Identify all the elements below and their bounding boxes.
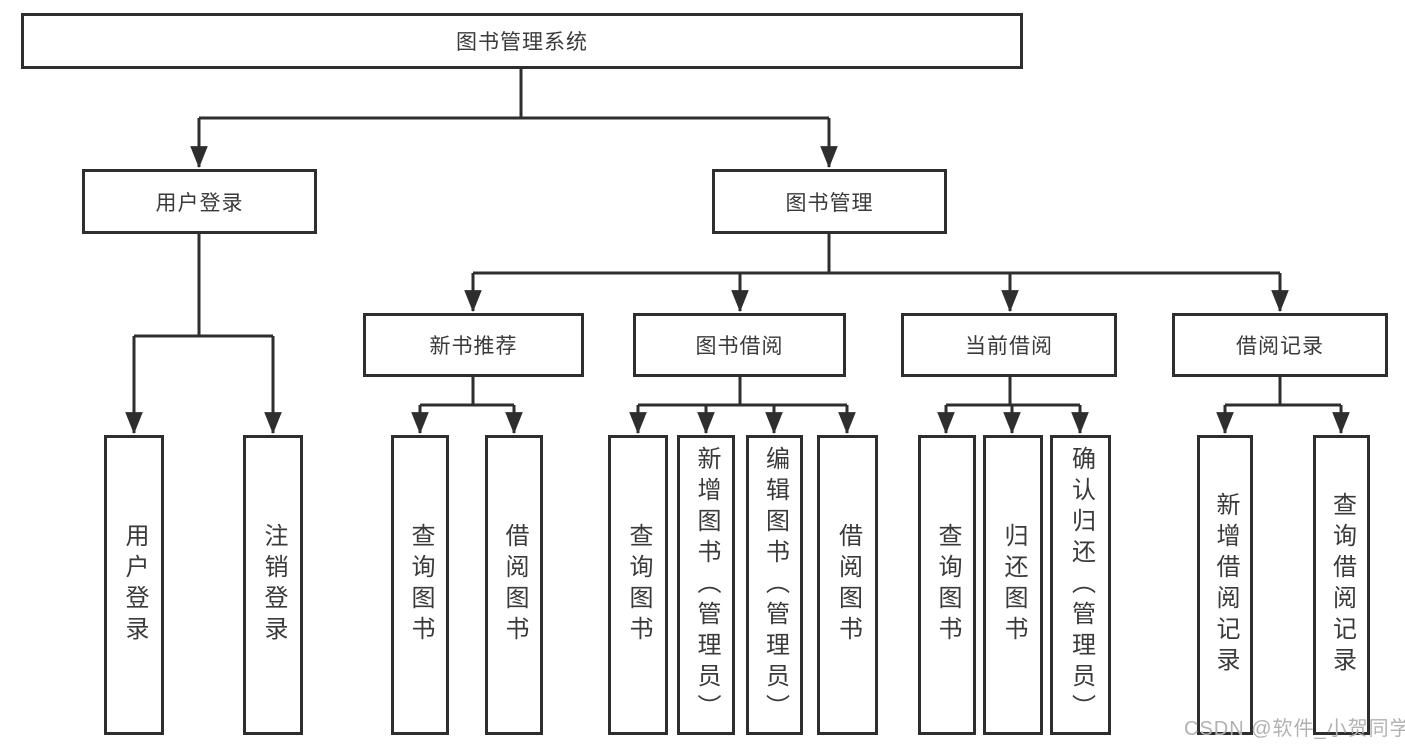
leaf-edit-books-admin: 编辑图书（管理员） — [746, 435, 803, 735]
leaf-query-borrow-record-label: 查询借阅记录 — [1328, 492, 1356, 678]
leaf-query-books-borrow-label: 查询图书 — [625, 523, 652, 647]
leaf-add-books-admin-label: 新增图书（管理员） — [693, 445, 720, 725]
leaf-confirm-return-admin: 确认归还（管理员） — [1050, 435, 1111, 735]
leaf-borrow-books: 借阅图书 — [817, 435, 878, 735]
node-root-label: 图书管理系统 — [456, 31, 588, 54]
node-book-borrowing-label: 图书借阅 — [695, 335, 784, 358]
node-book-management-label: 图书管理 — [785, 191, 874, 215]
watermark: CSDN @软件_小贺同学 — [1184, 718, 1405, 740]
node-current-borrowing: 当前借阅 — [901, 313, 1117, 377]
leaf-return-books: 归还图书 — [983, 435, 1043, 735]
node-user-login: 用户登录 — [82, 169, 317, 234]
leaf-user-login: 用户登录 — [104, 435, 164, 735]
node-book-borrowing: 图书借阅 — [633, 313, 846, 377]
leaf-borrow-books-recommend-label: 借阅图书 — [501, 523, 528, 647]
node-new-book-recommendation: 新书推荐 — [363, 313, 584, 377]
leaf-edit-books-admin-label: 编辑图书（管理员） — [761, 445, 789, 725]
leaf-logout-login: 注销登录 — [243, 435, 303, 735]
leaf-query-books-borrow: 查询图书 — [608, 435, 668, 735]
leaf-query-borrow-record: 查询借阅记录 — [1313, 435, 1370, 735]
leaf-add-borrow-record-label: 新增借阅记录 — [1212, 492, 1239, 678]
leaf-return-books-label: 归还图书 — [1000, 523, 1027, 647]
node-borrowing-records: 借阅记录 — [1172, 313, 1388, 377]
leaf-add-books-admin: 新增图书（管理员） — [677, 435, 735, 735]
leaf-borrow-books-label: 借阅图书 — [834, 523, 862, 647]
leaf-query-books-recommend: 查询图书 — [391, 435, 449, 735]
leaf-confirm-return-admin-label: 确认归还（管理员） — [1067, 445, 1095, 725]
node-book-management: 图书管理 — [712, 169, 947, 234]
leaf-query-books-current: 查询图书 — [918, 435, 976, 735]
node-borrowing-records-label: 借阅记录 — [1236, 335, 1324, 358]
leaf-borrow-books-recommend: 借阅图书 — [485, 435, 543, 735]
leaf-logout-login-label: 注销登录 — [260, 523, 287, 647]
node-user-login-label: 用户登录 — [155, 191, 244, 215]
node-new-book-recommendation-label: 新书推荐 — [429, 335, 518, 358]
leaf-add-borrow-record: 新增借阅记录 — [1197, 435, 1253, 735]
leaf-user-login-label: 用户登录 — [121, 523, 148, 647]
leaf-query-books-recommend-label: 查询图书 — [407, 523, 434, 647]
node-root: 图书管理系统 — [21, 13, 1023, 69]
node-current-borrowing-label: 当前借阅 — [965, 335, 1053, 358]
leaf-query-books-current-label: 查询图书 — [934, 523, 961, 647]
